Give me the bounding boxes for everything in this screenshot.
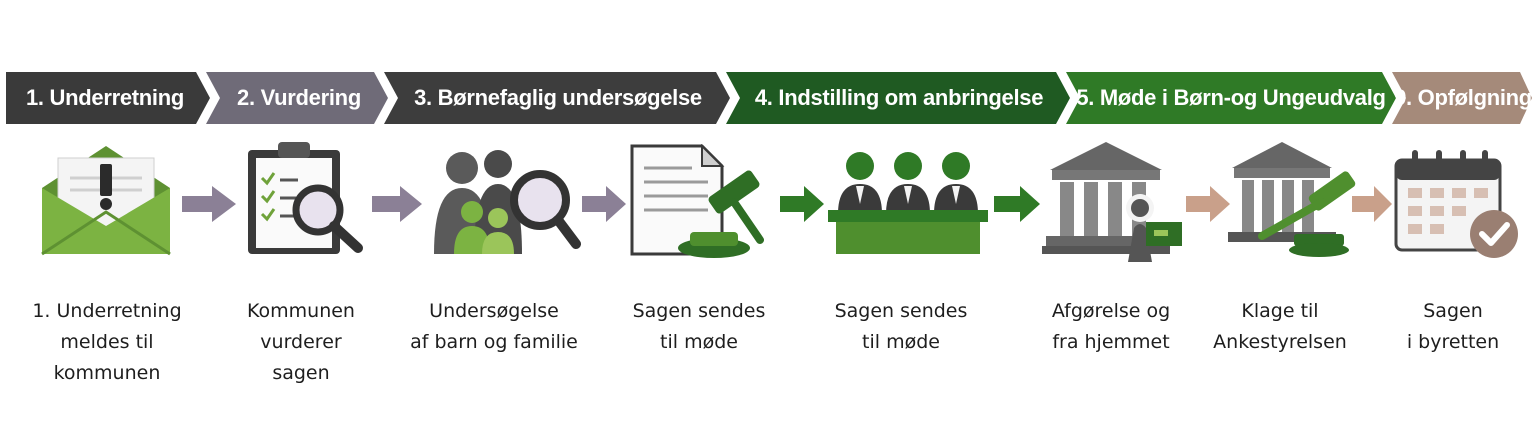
arrow-right-icon bbox=[1186, 186, 1230, 222]
arrow-right-icon bbox=[994, 186, 1040, 222]
step-6-label: Afgørelse og fra hjemmet bbox=[1051, 300, 1171, 353]
arrow-right-icon bbox=[182, 186, 236, 222]
stage-5-chevron bbox=[1066, 72, 1396, 124]
arrow-right-icon bbox=[372, 186, 422, 222]
step-4-label: Sagen sendes til møde bbox=[632, 300, 766, 353]
arrow-right-icon bbox=[1352, 186, 1392, 222]
arrow-right-icon bbox=[780, 186, 824, 222]
stage-1-chevron bbox=[6, 72, 210, 124]
stage-2-label: 2. Vurdering bbox=[237, 85, 361, 110]
stage-1-label: 1. Underretning bbox=[25, 85, 185, 110]
courthouse-gavel-icon bbox=[1228, 142, 1356, 257]
step-5-label: Sagen sendes til møde bbox=[834, 300, 968, 353]
stage-2-chevron bbox=[206, 72, 388, 124]
envelope-alert-icon bbox=[41, 146, 171, 256]
stage-6-chevron bbox=[1392, 72, 1532, 124]
step-1-label: 1. Underretning meldes til kommunen bbox=[32, 300, 182, 384]
family-magnifier-icon bbox=[434, 150, 581, 254]
courthouse-person-icon bbox=[1042, 142, 1182, 262]
stage-3-label: 3. Børnefaglig undersøgelse bbox=[414, 85, 702, 110]
step-8-label: Sagen i byretten bbox=[1406, 300, 1500, 353]
step-3-label: Undersøgelse af barn og familie bbox=[410, 300, 578, 353]
calendar-check-icon bbox=[1394, 150, 1518, 258]
step-2-label: Kommunen vurderer sagen bbox=[247, 300, 355, 384]
stage-3-chevron bbox=[384, 72, 730, 124]
stage-6-label: 9. Opfølgning bbox=[1394, 85, 1532, 110]
arrow-right-icon bbox=[582, 186, 626, 222]
committee-table-icon bbox=[828, 152, 988, 254]
stage-5-label: 5. Møde i Børn-og Ungeudvalg bbox=[1076, 85, 1386, 110]
clipboard-magnifier-icon bbox=[248, 142, 363, 254]
stage-4-label: 4. Indstilling om anbringelse bbox=[754, 85, 1044, 110]
stage-4-chevron bbox=[726, 72, 1070, 124]
step-7-label: Klage til Ankestyrelsen bbox=[1213, 300, 1347, 353]
document-gavel-icon bbox=[630, 144, 764, 258]
